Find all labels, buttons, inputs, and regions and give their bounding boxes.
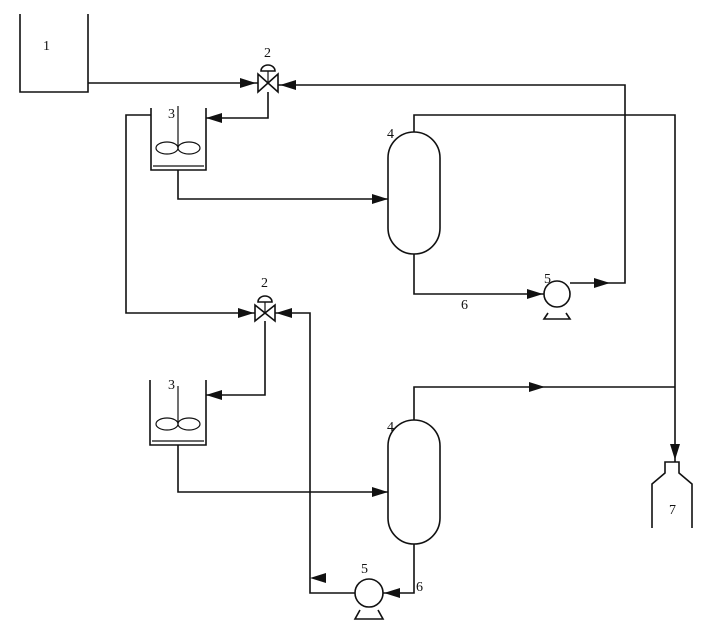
mixer-bottom-label: 3 (168, 378, 175, 393)
arrow-recycle-into-valve-bottom (276, 308, 292, 318)
storage-tank: 1 (19, 14, 89, 93)
arrow-into-column-bottom (372, 487, 388, 497)
piping (88, 82, 676, 594)
arrow-into-mixer-top (206, 113, 222, 123)
control-valve-bottom: 2 (254, 276, 276, 323)
arrow-into-mixer-bottom (206, 390, 222, 400)
mixer-bottom: 3 (149, 378, 207, 446)
pump-bottom-label: 5 (361, 562, 368, 577)
column-bottom-label: 4 (387, 420, 394, 435)
valve-top-label: 2 (264, 46, 271, 61)
mixer-top: 3 (150, 106, 207, 171)
product-bottle: 7 (651, 461, 693, 528)
arrow-into-valve-bottom (238, 308, 254, 318)
column-bottom: 4 (387, 419, 441, 545)
column-top: 4 (387, 127, 441, 255)
storage-tank-label: 1 (43, 39, 50, 54)
outlet-top-label: 6 (461, 298, 468, 313)
arrow-into-column-top (372, 194, 388, 204)
pump-top: 5 6 (461, 272, 572, 320)
flow-arrows (206, 78, 680, 598)
valve-bottom-label: 2 (261, 276, 268, 291)
mixer-top-label: 3 (168, 107, 175, 122)
outlet-bottom-label: 6 (416, 580, 423, 595)
pump-top-label: 5 (544, 272, 551, 287)
control-valve-top: 2 (257, 46, 279, 94)
arrow-into-pump-bottom (384, 588, 400, 598)
arrow-overhead-bottom (529, 382, 545, 392)
arrow-recycle-into-valve-top (280, 80, 296, 90)
product-bottle-label: 7 (669, 503, 676, 518)
arrow-pump-bottom-out (310, 573, 326, 583)
column-top-label: 4 (387, 127, 394, 142)
arrow-into-valve-top (240, 78, 256, 88)
arrow-into-pump-top (527, 289, 543, 299)
arrow-pump-top-out (594, 278, 610, 288)
arrow-into-product (670, 444, 680, 460)
pump-bottom: 5 6 (353, 562, 423, 620)
